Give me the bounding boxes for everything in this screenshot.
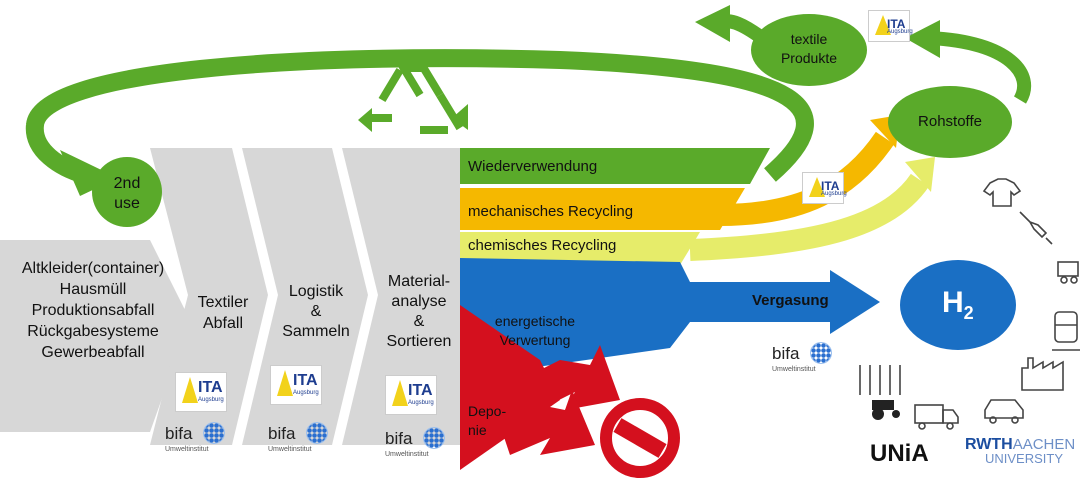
stage-label: Logistik <box>288 283 344 300</box>
deponie-arrow-2 <box>500 390 595 455</box>
stream-mechanisch <box>460 188 745 230</box>
hydrogen-symbol: H <box>942 286 964 319</box>
stage-label: analyse <box>391 293 447 310</box>
label-rohstoffe: Rohstoffe <box>918 113 982 130</box>
loop-arrow-right-head <box>905 20 940 58</box>
source-item: Hausmüll <box>59 281 127 298</box>
source-item: Gewerbeabfall <box>41 344 145 361</box>
recycle-icon <box>372 59 464 134</box>
truck-icon <box>914 404 959 430</box>
source-item: Produktionsabfall <box>31 302 155 319</box>
arrow-chemisch-up <box>689 173 930 261</box>
deponie-line: Depo- <box>468 403 507 419</box>
electric-car-icon <box>984 399 1024 424</box>
stage-label: Material- <box>387 273 451 290</box>
label-hydrogen: H2 <box>942 286 974 324</box>
unia-logo: UNiA <box>870 440 929 467</box>
loop-arrow-right <box>929 31 1032 104</box>
stage-label: Sammeln <box>282 323 350 340</box>
stage-materialanalyse: Material- analyse & Sortieren <box>380 272 458 352</box>
source-item: Altkleider(container) <box>21 260 165 277</box>
stream-chemisch <box>460 232 700 265</box>
label-vergasung: Vergasung <box>752 292 829 309</box>
label-2nd-use: 2nd use <box>95 174 159 214</box>
second-use-line: 2nd <box>113 175 141 192</box>
chevron-materialanalyse <box>342 148 460 445</box>
stage-textiler-abfall: Textiler Abfall <box>188 292 258 334</box>
train-icon <box>1052 311 1080 351</box>
energetisch-line: energetische <box>494 313 576 329</box>
hydrogen-subscript: 2 <box>963 303 974 323</box>
stream-energetisch <box>460 258 880 378</box>
loop-arrow <box>25 49 814 184</box>
plug-icon <box>1019 211 1053 245</box>
stage-label: Sortieren <box>386 333 452 350</box>
rwth-logo: RWTHAACHEN UNIVERSITY <box>965 436 1076 466</box>
label-deponie: Depo- nie <box>468 402 506 440</box>
factory-icon <box>1021 357 1064 391</box>
prohibited-icon <box>600 398 680 478</box>
source-item: Rückgabesysteme <box>27 323 159 340</box>
second-use-line: use <box>114 195 140 212</box>
cement-truck-icon <box>1057 261 1079 284</box>
stream-wiederverwendung <box>460 148 770 184</box>
circle-hydrogen <box>900 260 1016 350</box>
aachen-word: AACHEN <box>1012 436 1076 453</box>
circle-2nd-use <box>92 157 162 227</box>
circle-textile-produkte <box>751 14 867 86</box>
sources-list: Altkleider(container) Hausmüll Produktio… <box>8 258 178 363</box>
label-textile-produkte: textile Produkte <box>770 30 848 68</box>
deponie-arrow-1 <box>520 345 620 412</box>
stage-label: Abfall <box>202 315 244 332</box>
label-wiederverwendung: Wiederverwendung <box>468 158 598 175</box>
stage-label: & <box>310 303 322 320</box>
label-energetisch: energetische Verwertung <box>480 312 590 350</box>
deponie-line: nie <box>468 422 487 438</box>
stage-logistik: Logistik & Sammeln <box>276 282 356 342</box>
textile-line: textile <box>790 31 828 47</box>
loop-arrow-top-head <box>695 5 730 42</box>
stage-label: Textiler <box>197 294 249 311</box>
chevron-textiler-abfall <box>150 148 268 445</box>
energetisch-line: Verwertung <box>499 332 571 348</box>
textile-line: Produkte <box>780 50 838 66</box>
university-word: UNIVERSITY <box>985 451 1064 466</box>
label-mechanisch: mechanisches Recycling <box>468 203 634 220</box>
stage-label: & <box>413 313 425 330</box>
rwth-word: RWTH <box>965 436 1013 453</box>
sources-block <box>0 240 190 432</box>
wheat-icon <box>859 365 901 395</box>
stream-deponie <box>460 305 560 470</box>
label-chemisch: chemisches Recycling <box>468 237 617 254</box>
tractor-icon <box>872 400 900 420</box>
circle-rohstoffe <box>888 86 1012 158</box>
tshirt-icon <box>982 178 1022 207</box>
